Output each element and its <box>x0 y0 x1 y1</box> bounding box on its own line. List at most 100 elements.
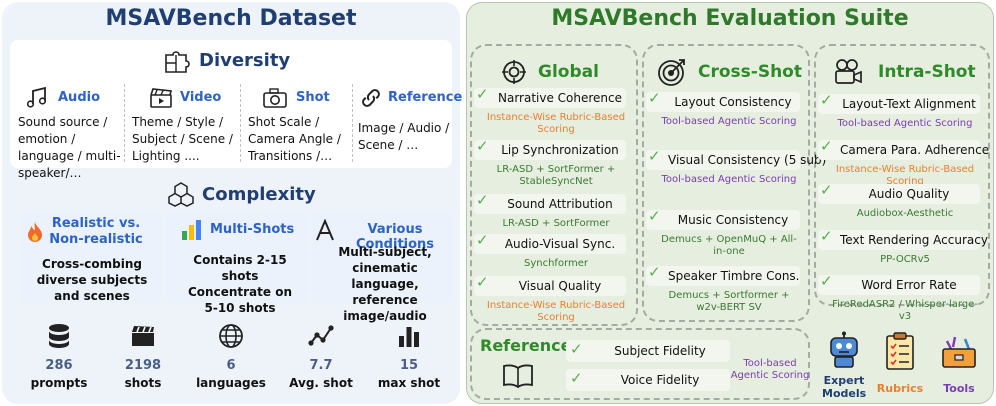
divider <box>352 84 353 162</box>
camera-icon <box>262 86 288 110</box>
cross-shot-title: Cross-Shot <box>698 62 802 82</box>
stat-max-shot: 15 max shot <box>374 322 444 392</box>
check-icon: ✓ <box>476 231 489 249</box>
stat-shots: 2198 shots <box>108 322 178 392</box>
stat-prompts-label: prompts <box>30 376 88 390</box>
intra-shot-metric-row <box>818 94 980 114</box>
music-notes-icon <box>24 86 50 110</box>
complexity-conditions-text: Multi-subject, cinematic language, refer… <box>338 245 432 323</box>
global-metric-name: Audio-Visual Sync. <box>504 237 616 251</box>
reference-title: Reference <box>480 336 572 355</box>
bar-chart-icon <box>180 218 204 242</box>
cross-shot-column <box>642 44 810 322</box>
check-icon: ✓ <box>476 191 489 209</box>
diversity-audio: Audio Sound source / emotion / language … <box>16 84 121 180</box>
diversity-shot: Shot Shot Scale / Camera Angle / Transit… <box>246 84 350 164</box>
diversity-reference-text: Image / Audio / Scene / … <box>358 121 450 152</box>
complexity-multishots-text: Contains 2-15 shots Concentrate on 5-10 … <box>188 253 292 315</box>
letter-a-icon <box>314 218 336 242</box>
link-icon <box>358 86 384 110</box>
legend-rubrics: Rubrics <box>876 382 924 395</box>
diversity-video-text: Theme / Style / Subject / Scene / Lighti… <box>132 115 233 163</box>
diversity-reference: Reference Image / Audio / Scene / … <box>356 84 462 164</box>
stat-max-shot-label: max shot <box>377 376 441 390</box>
intra-shot-column <box>814 44 990 306</box>
divider <box>124 84 125 162</box>
diversity-shot-text: Shot Scale / Camera Angle / Transitions … <box>248 115 341 163</box>
global-metric-row <box>474 88 626 108</box>
cross-shot-metric-method: Tool-based Agentic Scoring <box>661 116 797 127</box>
diversity-video: Video Theme / Style / Subject / Scene / … <box>130 84 234 164</box>
diversity-audio-label: Audio <box>58 90 101 105</box>
check-icon: ✓ <box>476 137 489 155</box>
stat-languages: 6 languages <box>196 322 266 392</box>
database-icon <box>45 322 73 350</box>
cross-shot-metric-name: Visual Consistency (5 sub) <box>668 153 827 167</box>
global-column <box>470 44 638 326</box>
intra-shot-metric-method: Audiobox-Aesthetic <box>856 208 954 219</box>
check-icon: ✓ <box>820 137 833 155</box>
legend-expert-models: Expert Models <box>822 374 867 400</box>
global-metric-name: Lip Synchronization <box>501 143 619 157</box>
complexity-title: Complexity <box>202 184 316 205</box>
cross-shot-metric-method: Tool-based Agentic Scoring <box>661 174 797 185</box>
check-icon: ✓ <box>820 91 833 109</box>
diversity-reference-label: Reference <box>388 90 463 105</box>
cross-shot-metric-name: Speaker Timbre Cons. <box>668 269 800 283</box>
check-icon: ✓ <box>476 273 489 291</box>
check-icon: ✓ <box>648 263 661 281</box>
cross-shot-metric-row <box>646 92 800 112</box>
divider <box>240 84 241 162</box>
flame-icon <box>24 220 46 244</box>
stat-avg-shot-label: Avg. shot <box>289 376 353 390</box>
legend-tools: Tools <box>943 382 975 395</box>
complexity-conditions: Various Conditions Multi-subject, cinema… <box>312 212 454 323</box>
diversity-shot-label: Shot <box>296 90 330 105</box>
check-icon: ✓ <box>820 181 833 199</box>
check-icon: ✓ <box>648 89 661 107</box>
video-camera-icon <box>832 56 864 88</box>
intra-shot-metric-name: Text Rendering Accuracy <box>840 233 988 247</box>
check-icon: ✓ <box>476 85 489 103</box>
cross-shot-metric-row <box>646 150 800 170</box>
stat-max-shot-value: 15 <box>399 358 419 373</box>
stat-shots-value: 2198 <box>124 358 162 373</box>
intra-shot-metric-method: Instance-Wise Rubric-Based Scoring <box>835 164 975 187</box>
check-icon: ✓ <box>570 369 583 387</box>
intra-shot-metric-row <box>818 275 980 295</box>
complexity-conditions-label: Various Conditions <box>355 222 435 252</box>
clapper-icon <box>129 322 157 350</box>
global-metric-name: Sound Attribution <box>507 197 613 211</box>
toolbox-icon <box>940 334 978 370</box>
intra-shot-metric-row <box>818 140 980 160</box>
cross-shot-metric-row <box>646 210 800 230</box>
clipboard-icon <box>882 330 918 372</box>
diversity-audio-text: Sound source / emotion / language / mult… <box>18 115 121 180</box>
complexity-realistic-text: Cross-combing diverse subjects and scene… <box>36 257 148 303</box>
reference-metric: Subject Fidelity <box>614 344 706 358</box>
diversity-title: Diversity <box>199 50 291 71</box>
complexity-multishots-label: Multi-Shots <box>210 222 295 237</box>
check-icon: ✓ <box>648 207 661 225</box>
cubes-icon <box>166 180 196 208</box>
global-title: Global <box>538 62 599 82</box>
global-metric-name: Narrative Coherence <box>497 91 623 105</box>
global-metric-method: Instance-Wise Rubric-Based Scoring <box>486 300 626 323</box>
clapperboard-icon <box>148 86 174 110</box>
suite-title: MSAVBench Evaluation Suite <box>551 6 909 31</box>
global-metric-row <box>474 194 626 214</box>
reference-row <box>566 340 730 362</box>
puzzle-icon <box>163 46 193 74</box>
cross-shot-metric-name: Layout Consistency <box>674 95 792 109</box>
cross-shot-metric-name: Music Consistency <box>677 213 789 227</box>
global-metric-row <box>474 234 626 254</box>
cross-shot-metric-method: Demucs + Sortformer + w2v-BERT SV <box>668 290 790 313</box>
stat-prompts: 286 prompts <box>24 322 94 392</box>
bar-icon <box>395 322 423 350</box>
intra-shot-metric-name: Word Error Rate <box>861 278 957 292</box>
reference-column <box>470 328 810 400</box>
intra-shot-metric-method: FireRedASR2 / Whisper-large-v3 <box>832 299 978 322</box>
complexity-realistic-label: Realistic vs. Non-realistic <box>49 216 143 247</box>
intra-shot-metric-name: Audio Quality <box>868 187 950 201</box>
global-metric-method: LR-ASD + SortFormer + StableSyncNet <box>496 164 616 187</box>
